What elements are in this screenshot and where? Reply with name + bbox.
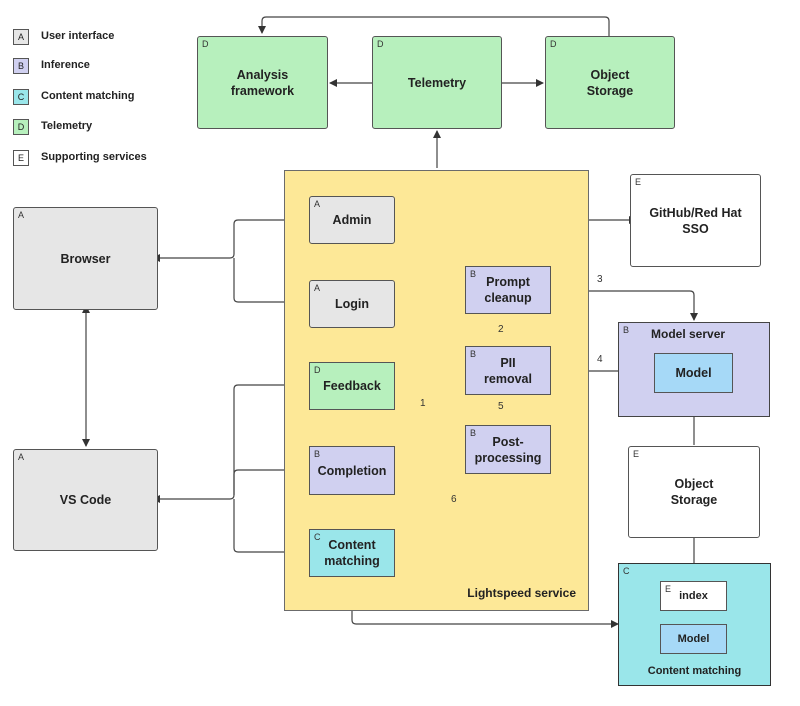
node-tag: B (314, 449, 321, 459)
legend-swatch: E (13, 150, 29, 166)
node-tag: C (314, 532, 321, 542)
node-label: Admin (332, 213, 372, 227)
browser-node: A Browser (13, 207, 158, 310)
step-label-2: 2 (498, 324, 504, 335)
index-node: E index (660, 581, 727, 611)
node-tag: B (623, 325, 630, 335)
feedback-node: D Feedback (309, 362, 395, 410)
node-label: Model (677, 633, 710, 645)
sso-node: E GitHub/Red Hat SSO (630, 174, 761, 267)
prompt-cleanup-node: B Prompt cleanup (465, 266, 551, 314)
legend-label: Content matching (41, 90, 135, 102)
node-tag: D (202, 39, 209, 49)
node-tag: E (665, 584, 672, 594)
legend-label: User interface (41, 30, 115, 42)
node-label: Content matching (324, 538, 380, 568)
node-tag: E (635, 177, 642, 187)
node-tag: C (623, 566, 630, 576)
node-label: Model (675, 366, 712, 380)
step-label-3: 3 (597, 274, 603, 285)
node-tag: D (314, 365, 321, 375)
node-tag: B (470, 269, 477, 279)
object-storage-top-node: D Object Storage (545, 36, 675, 129)
node-label: Feedback (323, 379, 381, 393)
post-processing-node: B Post- processing (465, 425, 551, 474)
model-server-title: Model server (651, 327, 726, 341)
node-tag: A (18, 210, 25, 220)
model-node: Model (654, 353, 733, 393)
step-label-5: 5 (498, 401, 504, 412)
cm-model-node: Model (660, 624, 727, 654)
node-label: Browser (60, 251, 111, 266)
legend-label: Telemetry (41, 120, 93, 132)
legend-swatch: B (13, 58, 29, 74)
node-label: index (679, 590, 708, 602)
object-storage-right-node: E Object Storage (628, 446, 760, 538)
node-tag: D (377, 39, 384, 49)
admin-node: A Admin (309, 196, 395, 244)
lightspeed-service-title: Lightspeed service (467, 586, 576, 600)
pii-removal-node: B PII removal (465, 346, 551, 395)
node-label: VS Code (59, 493, 112, 507)
node-label: PII removal (484, 355, 532, 386)
telemetry-node: D Telemetry (372, 36, 502, 129)
login-node: A Login (309, 280, 395, 328)
step-label-1: 1 (420, 398, 426, 409)
vscode-node: A VS Code (13, 449, 158, 551)
legend-swatch: D (13, 119, 29, 135)
node-label: Object Storage (670, 477, 718, 507)
legend-swatch: C (13, 89, 29, 105)
completion-node: B Completion (309, 446, 395, 495)
node-label: Object Storage (586, 67, 634, 98)
node-tag: D (550, 39, 557, 49)
analysis-framework-node: D Analysis framework (197, 36, 328, 129)
node-tag: A (314, 283, 321, 293)
content-matching-title: Content matching (647, 665, 742, 677)
content-matching-inner-node: C Content matching (309, 529, 395, 577)
step-label-6: 6 (451, 494, 457, 505)
node-tag: B (470, 428, 477, 438)
node-tag: B (470, 349, 477, 359)
node-tag: A (18, 452, 25, 462)
node-label: Login (334, 297, 369, 311)
node-tag: E (633, 449, 640, 459)
node-label: Analysis framework (230, 67, 295, 98)
legend-label: Supporting services (41, 151, 147, 163)
node-label: Completion (317, 463, 387, 478)
legend-swatch: A (13, 29, 29, 45)
node-label: Prompt cleanup (484, 275, 532, 305)
node-tag: A (314, 199, 321, 209)
legend-label: Inference (41, 59, 90, 71)
node-label: Telemetry (407, 75, 467, 90)
step-label-4: 4 (597, 354, 603, 365)
node-label: Post- processing (474, 434, 542, 465)
node-label: GitHub/Red Hat SSO (649, 205, 742, 236)
